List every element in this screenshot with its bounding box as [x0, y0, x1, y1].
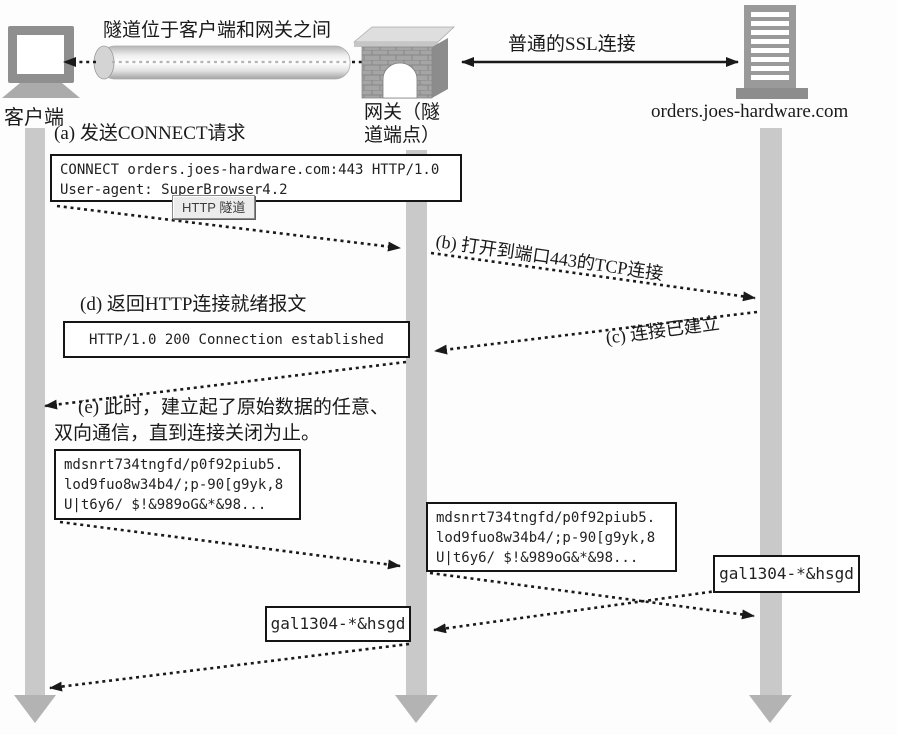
ssl-caption: 普通的SSL连接: [508, 34, 636, 55]
connect-request-line1: CONNECT orders.joes-hardware.com:443 HTT…: [60, 162, 440, 178]
connect-request-line2: User-agent: SuperBrowser4.2: [60, 182, 288, 198]
arrow-e-gal-gateway-client: [49, 642, 410, 692]
arrow-e-gal-server-gateway: [433, 573, 834, 634]
gal-response-text: gal1304-*&hsgd: [719, 564, 854, 583]
lifeline-gateway: [395, 150, 438, 723]
gateway-brick-icon: [352, 26, 456, 99]
raw-data-line3: U|t6y6/ $!&989oG&*&98...: [64, 497, 267, 513]
raw-data-line1: mdsnrt734tngfd/p0f92piub5.: [64, 457, 284, 473]
lifeline-client: [14, 128, 56, 723]
ok-response-text: HTTP/1.0 200 Connection established: [88, 331, 384, 348]
tunnel-caption: 隧道位于客户端和网关之间: [103, 20, 332, 41]
raw-data-line3: U|t6y6/ $!&989oG&*&98...: [436, 550, 639, 566]
tunnel-pipe: [93, 45, 351, 80]
client-label: 客户端: [4, 107, 64, 129]
arrow-a-connect-request: [56, 204, 401, 252]
step-d-label: (d) 返回HTTP连接就绪报文: [80, 294, 307, 315]
arrow-b-tcp-open: [430, 251, 756, 302]
raw-data-box-gateway: mdsnrt734tngfd/p0f92piub5. lod9fuo8w34b4…: [426, 502, 677, 572]
step-e-label-line2: 双向通信，直到连接关闭为止。: [54, 423, 321, 444]
http-tunnel-tooltip: HTTP 隧道: [172, 195, 256, 219]
raw-data-line2: lod9fuo8w34b4/;p-90[g9yk,8: [64, 477, 284, 493]
raw-data-line2: lod9fuo8w34b4/;p-90[g9yk,8: [436, 530, 656, 546]
ok-response-box: HTTP/1.0 200 Connection established: [63, 321, 410, 358]
gal-response-text: gal1304-*&hsgd: [270, 614, 406, 633]
lifeline-server: [749, 128, 792, 723]
raw-data-box-client: mdsnrt734tngfd/p0f92piub5. lod9fuo8w34b4…: [54, 449, 301, 520]
arrow-e-raw-gateway-server: [429, 571, 755, 620]
gateway-label-line2: 道端点）: [364, 125, 441, 146]
gal-response-box-gateway: gal1304-*&hsgd: [265, 606, 411, 642]
step-e-label-line1: (e) 此时，建立起了原始数据的任意、: [78, 397, 389, 418]
raw-data-line1: mdsnrt734tngfd/p0f92piub5.: [436, 510, 656, 526]
server-label: orders.joes-hardware.com: [651, 101, 849, 122]
step-a-label: (a) 发送CONNECT请求: [54, 123, 246, 144]
client-computer-icon: [2, 26, 80, 98]
gal-response-box-server: gal1304-*&hsgd: [713, 555, 860, 593]
arrow-e-raw-client-gateway: [59, 520, 401, 570]
gateway-label-line1: 网关（隧: [364, 102, 441, 123]
server-building-icon: [736, 5, 808, 99]
connect-request-box: CONNECT orders.joes-hardware.com:443 HTT…: [50, 154, 462, 202]
